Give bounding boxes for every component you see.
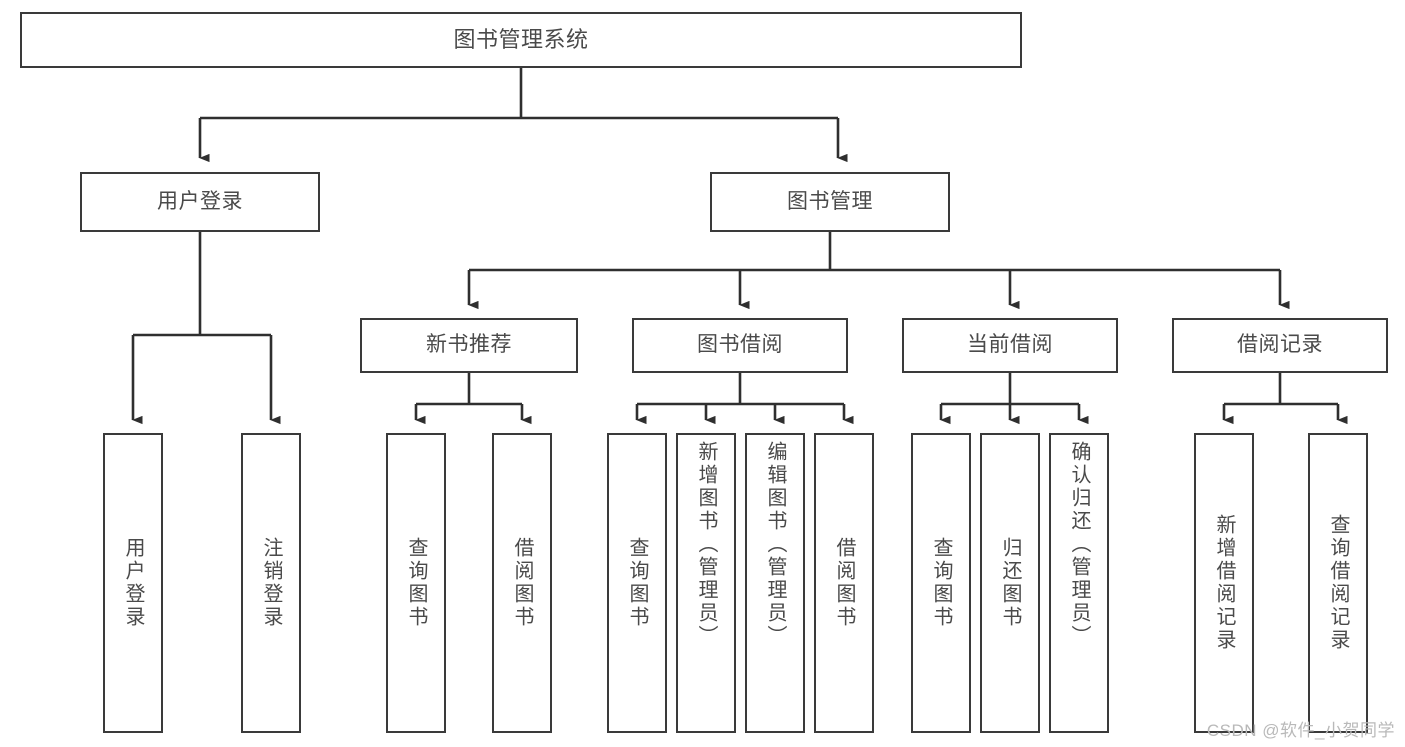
node-label: 新增图书（管理员） <box>695 441 717 648</box>
node-label: 借阅图书 <box>511 537 533 629</box>
leaf-query-book-borrow[interactable]: 查询图书 <box>607 433 667 733</box>
node-label: 查询图书 <box>930 537 952 629</box>
node-label: 编辑图书（管理员） <box>764 441 786 648</box>
node-label: 归还图书 <box>999 537 1021 629</box>
node-label: 借阅记录 <box>1237 333 1323 357</box>
leaf-user-logout[interactable]: 注销登录 <box>241 433 301 733</box>
node-user-login[interactable]: 用户登录 <box>80 172 320 232</box>
node-book-borrow[interactable]: 图书借阅 <box>632 318 848 373</box>
node-label: 新书推荐 <box>426 333 512 357</box>
node-label: 查询图书 <box>626 537 648 629</box>
leaf-confirm-return-admin[interactable]: 确认归还（管理员） <box>1049 433 1109 733</box>
node-label: 图书借阅 <box>697 333 783 357</box>
node-label: 用户登录 <box>157 189 243 213</box>
leaf-return-book[interactable]: 归还图书 <box>980 433 1040 733</box>
leaf-add-borrow-record[interactable]: 新增借阅记录 <box>1194 433 1254 733</box>
node-label: 图书管理系统 <box>453 27 589 53</box>
node-current-borrow[interactable]: 当前借阅 <box>902 318 1118 373</box>
leaf-query-borrow-record[interactable]: 查询借阅记录 <box>1308 433 1368 733</box>
node-new-book-recommend[interactable]: 新书推荐 <box>360 318 578 373</box>
node-label: 借阅图书 <box>833 537 855 629</box>
leaf-query-book-current[interactable]: 查询图书 <box>911 433 971 733</box>
leaf-edit-book-admin[interactable]: 编辑图书（管理员） <box>745 433 805 733</box>
node-label: 用户登录 <box>122 537 144 629</box>
node-label: 新增借阅记录 <box>1213 514 1235 652</box>
node-label: 查询借阅记录 <box>1327 514 1349 652</box>
leaf-borrow-book[interactable]: 借阅图书 <box>814 433 874 733</box>
watermark: CSDN @软件_小贺同学 <box>1206 721 1395 740</box>
leaf-borrow-book-recommend[interactable]: 借阅图书 <box>492 433 552 733</box>
node-borrow-record[interactable]: 借阅记录 <box>1172 318 1388 373</box>
node-label: 确认归还（管理员） <box>1068 441 1090 648</box>
node-label: 查询图书 <box>405 537 427 629</box>
node-label: 图书管理 <box>787 189 873 213</box>
leaf-add-book-admin[interactable]: 新增图书（管理员） <box>676 433 736 733</box>
node-label: 注销登录 <box>260 537 282 629</box>
node-root-book-management-system[interactable]: 图书管理系统 <box>20 12 1022 68</box>
node-label: 当前借阅 <box>967 333 1053 357</box>
leaf-query-book-recommend[interactable]: 查询图书 <box>386 433 446 733</box>
node-book-management[interactable]: 图书管理 <box>710 172 950 232</box>
leaf-user-login[interactable]: 用户登录 <box>103 433 163 733</box>
